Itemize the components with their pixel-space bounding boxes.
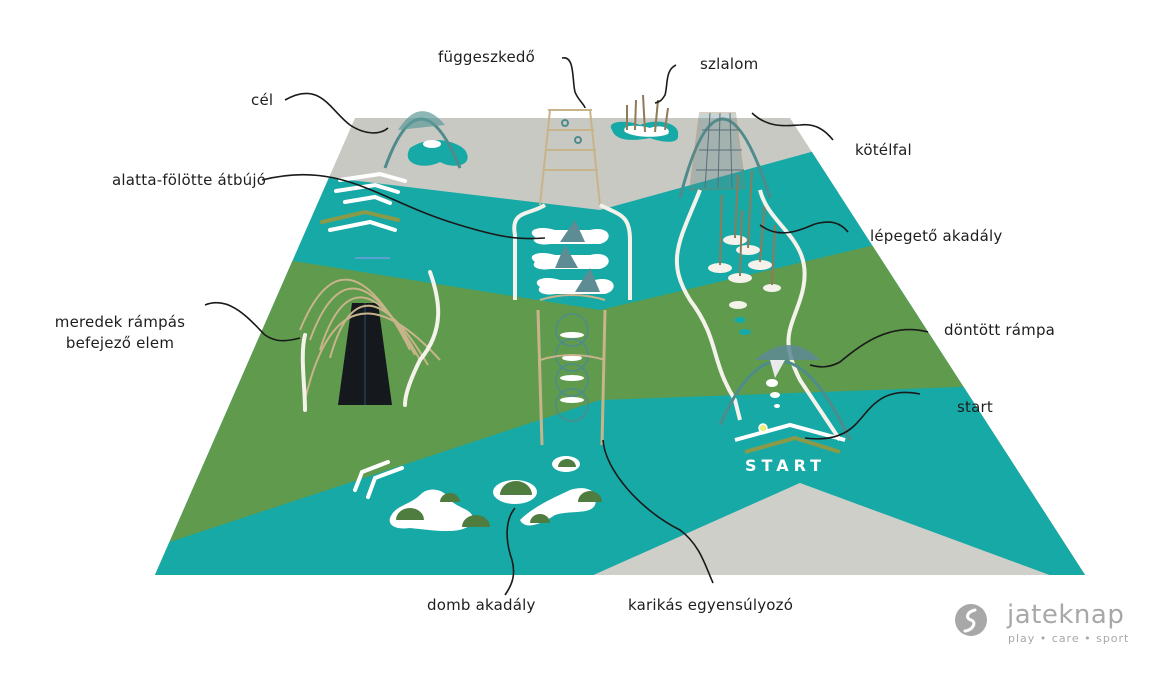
start-floor-text: START [745,456,827,475]
start-line [734,422,846,454]
leader-start [804,391,921,440]
logo-tagline: play • care • sport [1008,632,1130,645]
leader-cel [284,92,389,134]
leader-meredek [204,302,301,342]
white-track-center [512,203,632,300]
label-kotelfal: kötélfal [855,141,912,159]
label-meredek-rampas: meredek rámpás befejező elem [54,313,186,352]
label-start: start [957,398,993,416]
logo-mark-icon [955,604,987,636]
mound-obstacles [389,456,602,532]
leader-lepegeto [759,221,849,234]
label-szlalom: szlalom [700,55,759,73]
label-dontott-rampa: döntött rámpa [944,321,1056,339]
leader-karikas [602,439,714,584]
floor-gray-bottom-right [560,483,1085,575]
steep-ramp-element [299,257,441,412]
label-cel: cél [251,91,274,109]
leader-kotelfal [751,112,834,141]
slalom-element [610,94,679,142]
brand-logo: jateknap play • care • sport [955,600,1155,650]
monkey-bars [539,109,601,206]
leader-szlalom [654,64,677,104]
stepping-posts [708,169,781,335]
label-karikas-egyensulyozo: karikás egyensúlyozó [628,596,794,614]
floor-chevrons-upper [320,171,407,232]
goal-element [383,111,468,169]
label-fuggeszkedo: függeszkedő [438,48,536,66]
floor-teal-band-lower [155,380,1085,575]
label-domb-akadaly: domb akadály [427,596,536,614]
logo-brand-name: jateknap [1007,600,1125,630]
under-over-element [531,220,614,295]
leader-alatta [261,173,546,240]
ring-balance-element [536,294,607,446]
rope-wall [678,112,772,199]
tilted-ramp-element [718,345,852,441]
leader-lines [204,57,929,596]
floor-chevrons-lower [353,460,404,499]
leader-dontott [809,328,929,368]
leader-domb [504,507,516,596]
label-alatta-folotte: alatta-fölötte átbújó [112,171,267,189]
leader-fuggeszkedo [561,57,586,109]
label-lepegeto: lépegető akadály [870,227,1003,245]
